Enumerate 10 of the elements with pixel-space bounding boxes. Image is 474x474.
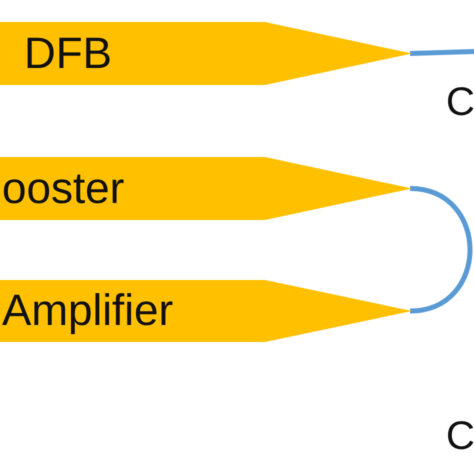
text-label: C — [446, 82, 474, 122]
pointed-arrow-shape — [0, 157, 412, 220]
fiber-line — [410, 49, 474, 56]
device-label: Amplifier — [2, 289, 174, 333]
fiber-line — [410, 186, 472, 314]
pointed-arrow-shape — [0, 280, 412, 342]
text-label: C — [446, 416, 474, 456]
device-label: DFB — [24, 32, 112, 76]
device-label: ooster — [2, 166, 124, 210]
pointed-arrow-shape — [0, 22, 412, 85]
